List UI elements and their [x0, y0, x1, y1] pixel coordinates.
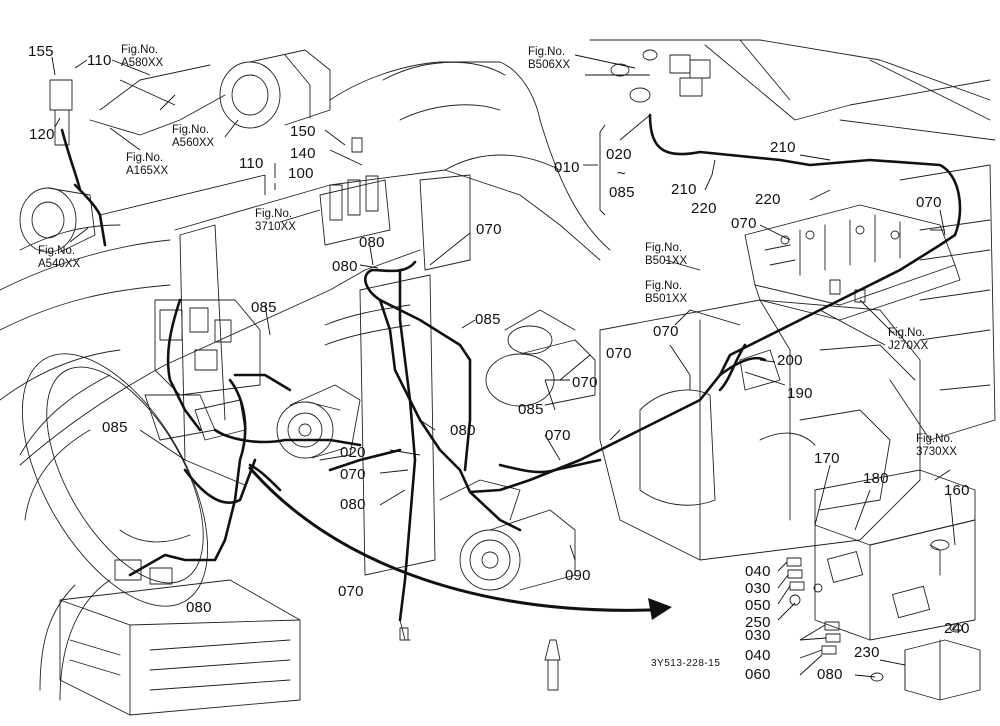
callout-080: 080 [817, 666, 843, 683]
callout-085: 085 [518, 401, 544, 418]
callout-070: 070 [916, 194, 942, 211]
callout-080: 080 [450, 422, 476, 439]
callout-210: 210 [770, 139, 796, 156]
callout-010: 010 [554, 159, 580, 176]
callout-020: 020 [340, 444, 366, 461]
figure-ref-label: Fig.No. [888, 327, 926, 339]
callout-220: 220 [691, 200, 717, 217]
callout-140: 140 [290, 145, 316, 162]
callout-070: 070 [338, 583, 364, 600]
callout-050: 050 [745, 597, 771, 614]
callout-030: 030 [745, 580, 771, 597]
drawing-code: 3Y513-228-15 [651, 658, 721, 669]
callout-170: 170 [814, 450, 840, 467]
callout-080: 080 [332, 258, 358, 275]
figure-ref-number: A165XX [126, 164, 169, 177]
figure-ref-label: Fig.No. [38, 245, 76, 257]
callout-070: 070 [476, 221, 502, 238]
figure-ref-label: Fig.No. [126, 152, 164, 164]
callout-110: 110 [87, 52, 112, 69]
figure-ref-a165[interactable]: Fig.No.A165XX [126, 152, 168, 177]
callout-200: 200 [777, 352, 803, 369]
figure-ref-label: Fig.No. [121, 44, 159, 56]
callout-070: 070 [653, 323, 679, 340]
callout-210: 210 [671, 181, 697, 198]
callout-085: 085 [102, 419, 128, 436]
callout-190: 190 [787, 385, 813, 402]
callout-080: 080 [186, 599, 212, 616]
callout-020: 020 [606, 146, 632, 163]
callout-240: 240 [944, 620, 970, 637]
figure-ref-number: A560XX [172, 136, 215, 149]
callout-150: 150 [290, 123, 316, 140]
figure-ref-label: Fig.No. [916, 433, 954, 445]
figure-ref-label: Fig.No. [172, 124, 210, 136]
callout-080: 080 [340, 496, 366, 513]
callout-100: 100 [288, 165, 314, 182]
callout-range-tilde: ~ [617, 165, 626, 182]
callout-070: 070 [340, 466, 366, 483]
callout-090: 090 [565, 567, 591, 584]
figure-ref-b506[interactable]: Fig.No.B506XX [528, 46, 570, 71]
figure-ref-b501a[interactable]: Fig.No.B501XX [645, 242, 687, 267]
callout-080: 080 [359, 234, 385, 251]
callout-060: 060 [745, 666, 771, 683]
callout-155: 155 [28, 43, 54, 60]
figure-ref-number: A580XX [121, 56, 164, 69]
callout-160: 160 [944, 482, 970, 499]
figure-ref-number: B501XX [645, 292, 688, 305]
callout-120: 120 [29, 126, 55, 143]
figure-ref-label: Fig.No. [528, 46, 566, 58]
callout-085: 085 [609, 184, 635, 201]
figure-ref-number: 3730XX [916, 445, 957, 458]
arrow-head [648, 598, 672, 620]
callout-070: 070 [731, 215, 757, 232]
figure-ref-label: Fig.No. [255, 208, 293, 220]
callout-085: 085 [475, 311, 501, 328]
figure-ref-3710[interactable]: Fig.No.3710XX [255, 208, 296, 233]
callout-070: 070 [606, 345, 632, 362]
figure-ref-number: J270XX [888, 339, 929, 352]
figure-ref-a580[interactable]: Fig.No.A580XX [121, 44, 163, 69]
callout-220: 220 [755, 191, 781, 208]
callout-070: 070 [572, 374, 598, 391]
figure-ref-j270[interactable]: Fig.No.J270XX [888, 327, 928, 352]
callout-040: 040 [745, 563, 771, 580]
figure-ref-number: A540XX [38, 257, 81, 270]
callout-030: 030 [745, 627, 771, 644]
figure-ref-label: Fig.No. [645, 242, 683, 254]
figure-ref-label: Fig.No. [645, 280, 683, 292]
callout-040: 040 [745, 647, 771, 664]
callout-085: 085 [251, 299, 277, 316]
figure-ref-a540[interactable]: Fig.No.A540XX [38, 245, 80, 270]
callout-250: 250 [745, 614, 771, 631]
callout-070: 070 [545, 427, 571, 444]
callout-180: 180 [863, 470, 889, 487]
figure-ref-3730[interactable]: Fig.No.3730XX [916, 433, 957, 458]
figure-ref-number: 3710XX [255, 220, 296, 233]
figure-ref-a560[interactable]: Fig.No.A560XX [172, 124, 214, 149]
callout-110: 110 [239, 155, 264, 172]
figure-ref-number: B506XX [528, 58, 571, 71]
callout-230: 230 [854, 644, 880, 661]
figure-ref-b501b[interactable]: Fig.No.B501XX [645, 280, 687, 305]
figure-ref-number: B501XX [645, 254, 688, 267]
